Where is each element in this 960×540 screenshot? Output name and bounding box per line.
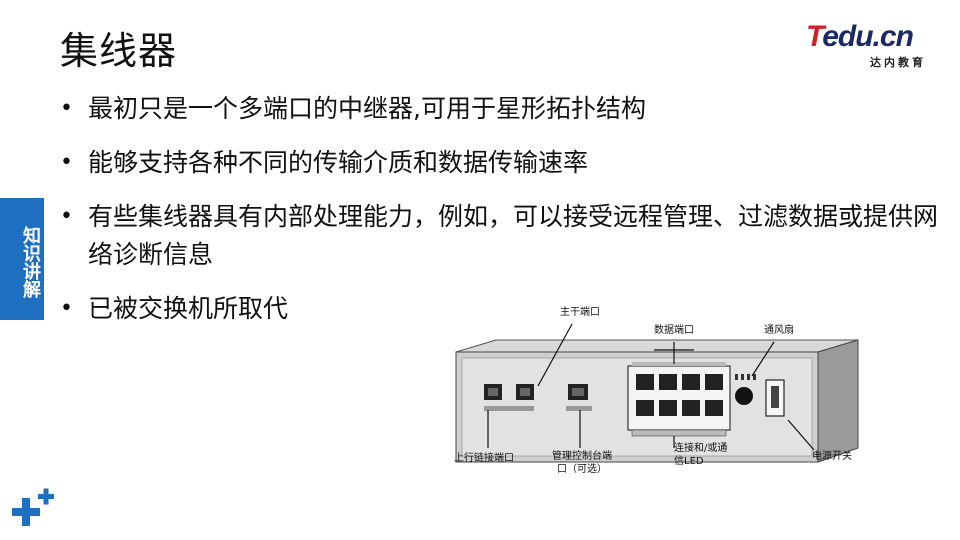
label-main-port: 主干端口 [560,307,600,318]
label-led: 连接和/或通 信LED [674,443,728,467]
logo-wordmark: Tedu.cn [806,20,914,53]
bullet-item: 最初只是一个多端口的中继器,可用于星形拓扑结构 [58,90,938,128]
bullet-item: 已被交换机所取代 [58,290,938,328]
knowledge-tab: 知识讲解 [0,198,44,320]
label-console-port: 管理控制台端 口（可选） [552,451,612,475]
bullet-list: 最初只是一个多端口的中继器,可用于星形拓扑结构 能够支持各种不同的传输介质和数据… [58,90,938,344]
plus-decoration-icon [12,488,54,526]
label-data-port: 数据端口 [654,325,694,336]
tedu-logo: Tedu.cn 达内教育 [800,20,940,70]
bullet-item: 能够支持各种不同的传输介质和数据传输速率 [58,144,938,182]
hub-diagram: 主干端口 数据端口 通风扇 上行链接端口 管理控制台端 口（可选） 连接和/或通… [448,300,868,482]
label-power-switch: 电源开关 [812,451,852,462]
slide-title: 集线器 [60,29,178,73]
logo-subtitle: 达内教育 [870,56,926,69]
label-uplink-port: 上行链接端口 [454,453,514,464]
hub-device-illustration [455,323,859,463]
bullet-item: 有些集线器具有内部处理能力，例如，可以接受远程管理、过滤数据或提供网络诊断信息 [58,198,938,274]
label-fan: 通风扇 [764,325,794,336]
